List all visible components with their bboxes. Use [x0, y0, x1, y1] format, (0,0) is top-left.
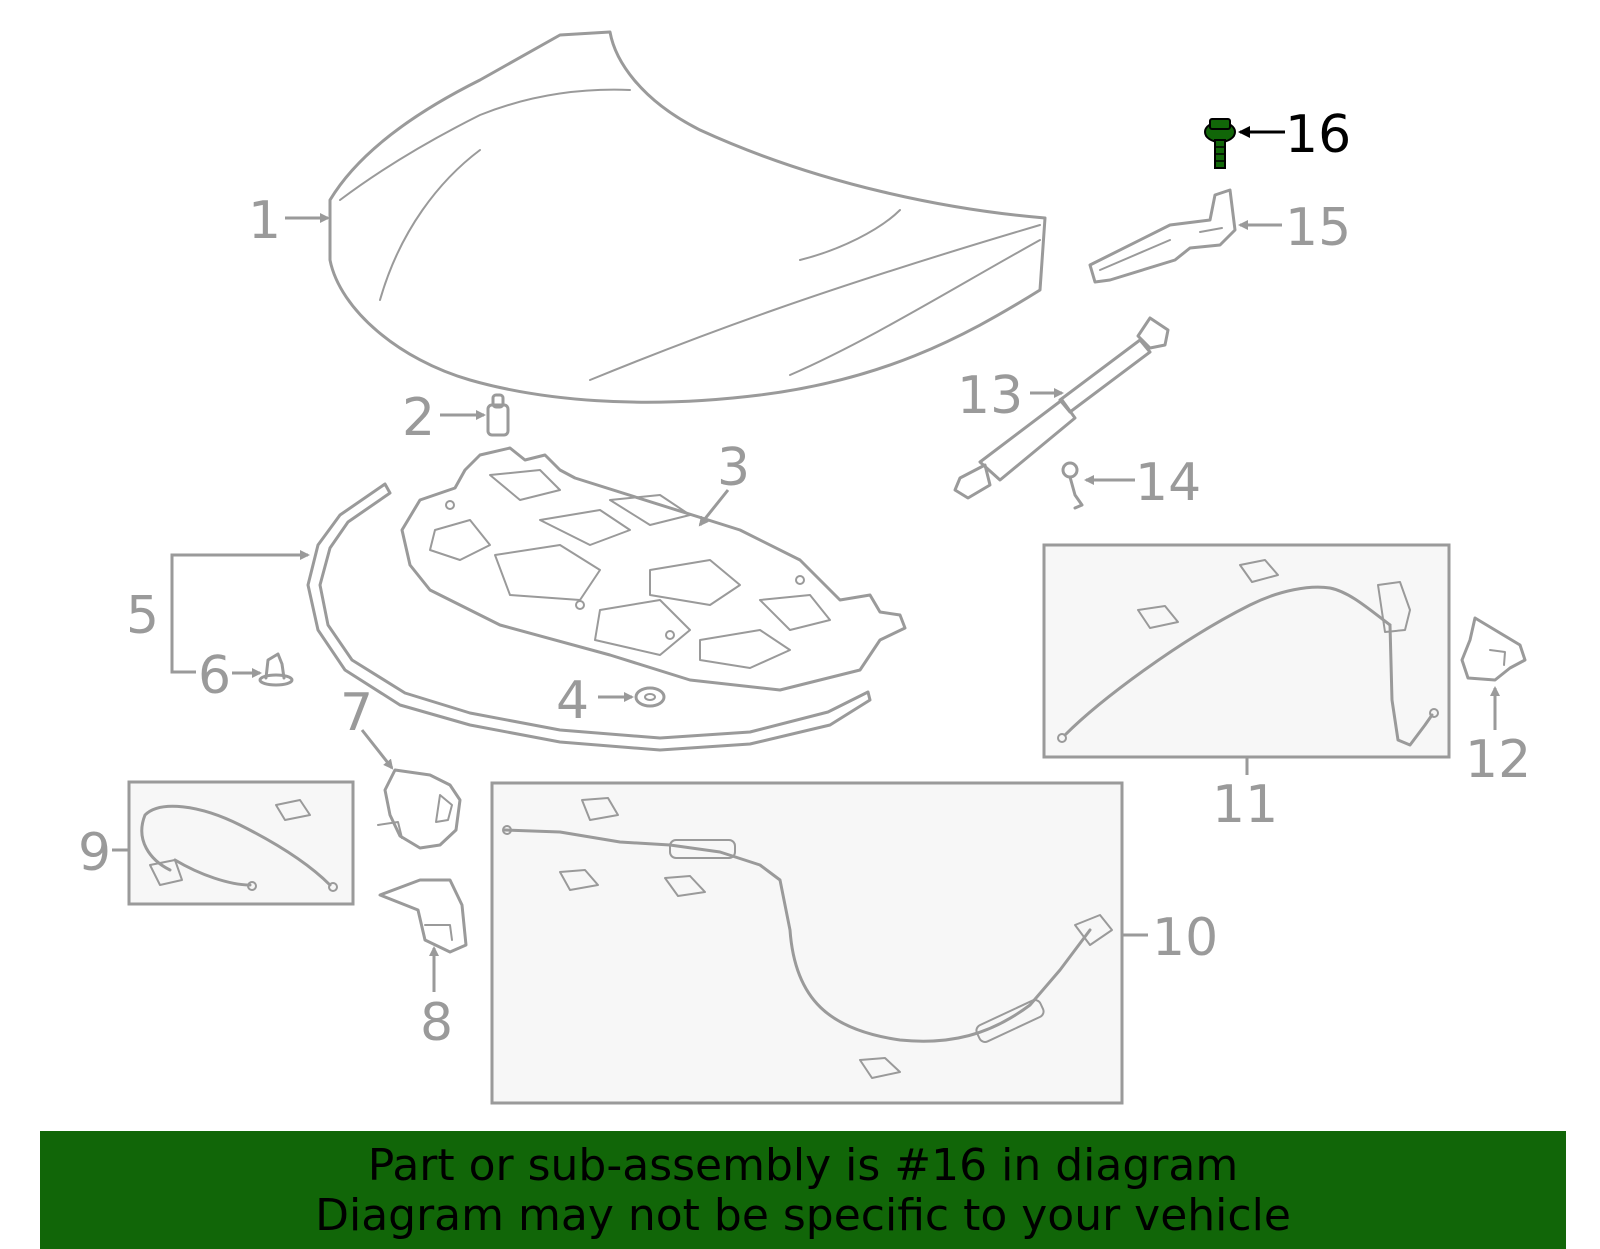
callout-9: 9 [78, 823, 111, 883]
callout-10: 10 [1152, 908, 1218, 968]
callout-15: 15 [1285, 198, 1351, 258]
leader-5a [170, 550, 310, 617]
latch-part-7 [377, 768, 462, 850]
leader-5b [170, 617, 196, 674]
hinge-part-15 [1088, 188, 1237, 284]
striker-part-8 [378, 878, 468, 954]
callout-7: 7 [340, 683, 373, 743]
callout-16: 16 [1285, 105, 1351, 165]
seal-part-5 [306, 482, 872, 752]
clip-part-6 [258, 652, 294, 687]
callout-11: 11 [1212, 775, 1278, 835]
callout-4: 4 [556, 671, 589, 731]
banner-line-1: Part or sub-assembly is #16 in diagram [367, 1140, 1239, 1191]
callout-8: 8 [420, 993, 453, 1053]
bracket-part-12 [1460, 616, 1527, 682]
callout-1: 1 [248, 191, 281, 251]
cable-box-part-11 [1042, 543, 1451, 759]
callout-labels: 1 2 3 4 5 6 7 8 9 10 11 12 13 14 15 16 [78, 105, 1531, 1053]
insulator-pad-part-3 [400, 446, 907, 692]
grommet-part-4 [634, 686, 666, 708]
callout-6: 6 [198, 646, 231, 706]
ball-stud-part-14 [1061, 461, 1084, 510]
callout-14: 14 [1135, 453, 1201, 513]
release-cable-box-part-10 [490, 781, 1124, 1105]
cable-box-part-9 [127, 780, 355, 906]
callout-3: 3 [717, 438, 750, 498]
banner-line-2: Diagram may not be specific to your vehi… [315, 1190, 1291, 1241]
bumper-stop-part-2 [486, 393, 510, 437]
callout-12: 12 [1465, 730, 1531, 790]
hood-part-1 [328, 30, 1047, 404]
info-banner: Part or sub-assembly is #16 in diagram D… [40, 1131, 1566, 1249]
leader-lines [112, 126, 1500, 992]
callout-5: 5 [126, 586, 159, 646]
gas-strut-part-13 [953, 316, 1170, 500]
bolt-part-16 [1204, 118, 1236, 169]
callout-2: 2 [402, 388, 435, 448]
leader-3 [698, 489, 730, 527]
callout-13: 13 [957, 366, 1023, 426]
leader-7 [360, 729, 394, 770]
